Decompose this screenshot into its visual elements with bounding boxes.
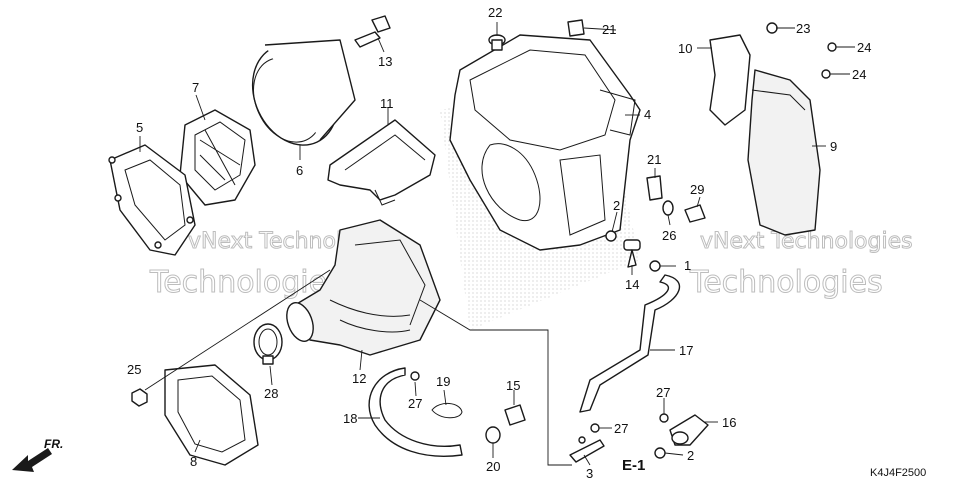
callout-6: 6: [296, 163, 303, 178]
callout-9: 9: [830, 139, 837, 154]
callout-27-a: 27: [408, 396, 422, 411]
part-2-clip-b: [654, 447, 666, 459]
part-20-clamp: [485, 426, 501, 444]
part-19-clip: [431, 403, 463, 419]
part-25-nut: [131, 388, 148, 407]
callout-20: 20: [486, 459, 500, 474]
part-28-clamp: [253, 323, 283, 365]
part-15-joint: [504, 404, 526, 426]
callout-21-b: 21: [647, 152, 661, 167]
part-23-screw: [766, 22, 778, 34]
part-26-washer: [662, 200, 674, 216]
part-21-clip-mid: [646, 175, 663, 201]
part-22-grommet: [488, 34, 506, 51]
part-27-clip-b: [590, 423, 600, 433]
callout-29: 29: [690, 182, 704, 197]
callout-28: 28: [264, 386, 278, 401]
part-4-air-cleaner-case: [449, 34, 641, 251]
part-13-bolt: [354, 15, 391, 48]
callout-2-b: 2: [687, 448, 694, 463]
part-7-filter-element: [179, 109, 256, 206]
callout-10: 10: [678, 41, 692, 56]
part-6-element-ring: [251, 39, 356, 146]
part-16-plug: [669, 414, 709, 446]
callout-2-a: 2: [613, 198, 620, 213]
callout-24-a: 24: [857, 40, 871, 55]
callout-12: 12: [352, 371, 366, 386]
callout-14: 14: [625, 277, 639, 292]
part-27-clip-c: [659, 413, 669, 423]
part-17-drain-tube: [579, 274, 681, 413]
watermark-text-4: Technologies: [689, 265, 883, 300]
section-ref-label: E-1: [622, 457, 645, 474]
callout-11: 11: [380, 96, 394, 111]
callout-27-b: 27: [614, 421, 628, 436]
part-5-cover-plate: [108, 144, 196, 256]
part-21-clip-top: [567, 19, 585, 37]
callout-16: 16: [722, 415, 736, 430]
callout-23: 23: [796, 21, 810, 36]
callout-22: 22: [488, 5, 502, 20]
callout-19: 19: [436, 374, 450, 389]
front-arrow-label: FR.: [44, 437, 63, 451]
part-27-clip-a: [410, 371, 420, 381]
part-9-side-cover: [747, 69, 821, 236]
callout-labels: 1 2 2 3 4 5 6 7 8 9 10 11 12 13 14 15 16…: [127, 5, 871, 481]
callout-13: 13: [378, 54, 392, 69]
part-24-screw-a: [827, 42, 837, 52]
part-11-bracket: [327, 119, 436, 206]
watermark-text-3: vNext Technologies: [700, 229, 913, 254]
diagram-code: K4J4F2500: [870, 467, 926, 479]
callout-26: 26: [662, 228, 676, 243]
callout-1: 1: [684, 258, 691, 273]
part-18-breather-tube: [368, 367, 463, 457]
leader-lines: [139, 22, 855, 466]
callout-24-b: 24: [852, 67, 866, 82]
callout-21-a: 21: [602, 22, 616, 37]
part-10-plate: [709, 34, 751, 126]
part-2-clip-a: [605, 230, 617, 242]
callout-18: 18: [343, 411, 357, 426]
callout-5: 5: [136, 120, 143, 135]
part-8-gasket: [164, 364, 259, 466]
part-12-connecting-tube: [286, 219, 441, 356]
part-24-screw-b: [821, 69, 831, 79]
callout-17: 17: [679, 343, 693, 358]
callout-25: 25: [127, 362, 141, 377]
part-29-screw: [684, 204, 706, 223]
watermark-right: vNext Technologies Technologies: [689, 229, 914, 301]
callout-15: 15: [506, 378, 520, 393]
callout-3: 3: [586, 466, 593, 481]
callout-8: 8: [190, 454, 197, 469]
part-3-joint: [569, 436, 605, 463]
callout-7: 7: [192, 80, 199, 95]
callout-27-c: 27: [656, 385, 670, 400]
callout-4: 4: [644, 107, 651, 122]
front-arrow-icon: FR.: [12, 437, 63, 472]
part-1-clip: [649, 260, 661, 272]
